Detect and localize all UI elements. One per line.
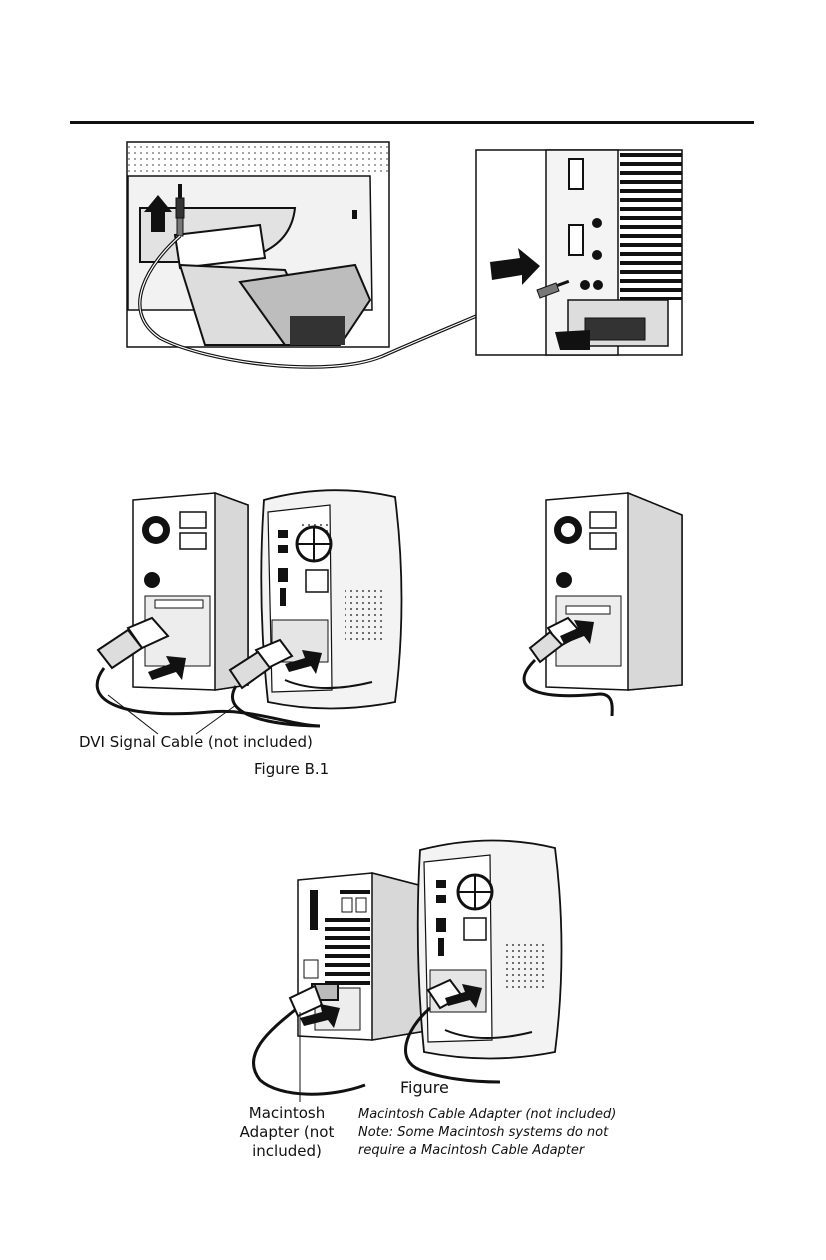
- pc-tower-right: [546, 493, 682, 690]
- adapter-note-line: Note: Some Macintosh systems do not: [358, 1124, 616, 1142]
- monitor-rear-panel: [127, 142, 389, 347]
- computer-rear-panel: [476, 150, 682, 355]
- powermac-right: [418, 840, 562, 1058]
- adapter-note: Macintosh Cable Adapter (not included) N…: [358, 1106, 616, 1160]
- adapter-note-line: require a Macintosh Cable Adapter: [358, 1142, 616, 1160]
- powermac-left: [261, 490, 401, 708]
- figure-caption: Figure: [400, 1078, 449, 1097]
- dvi-cable-label: DVI Signal Cable (not included): [79, 733, 313, 751]
- figure-b1-caption: Figure B.1: [254, 760, 329, 778]
- adapter-note-line: Macintosh Cable Adapter (not included): [358, 1106, 616, 1124]
- pc-tower-left: [133, 493, 248, 690]
- mac-adapter-label: Macintosh Adapter (not included): [232, 1104, 342, 1161]
- leader-line: [196, 705, 236, 734]
